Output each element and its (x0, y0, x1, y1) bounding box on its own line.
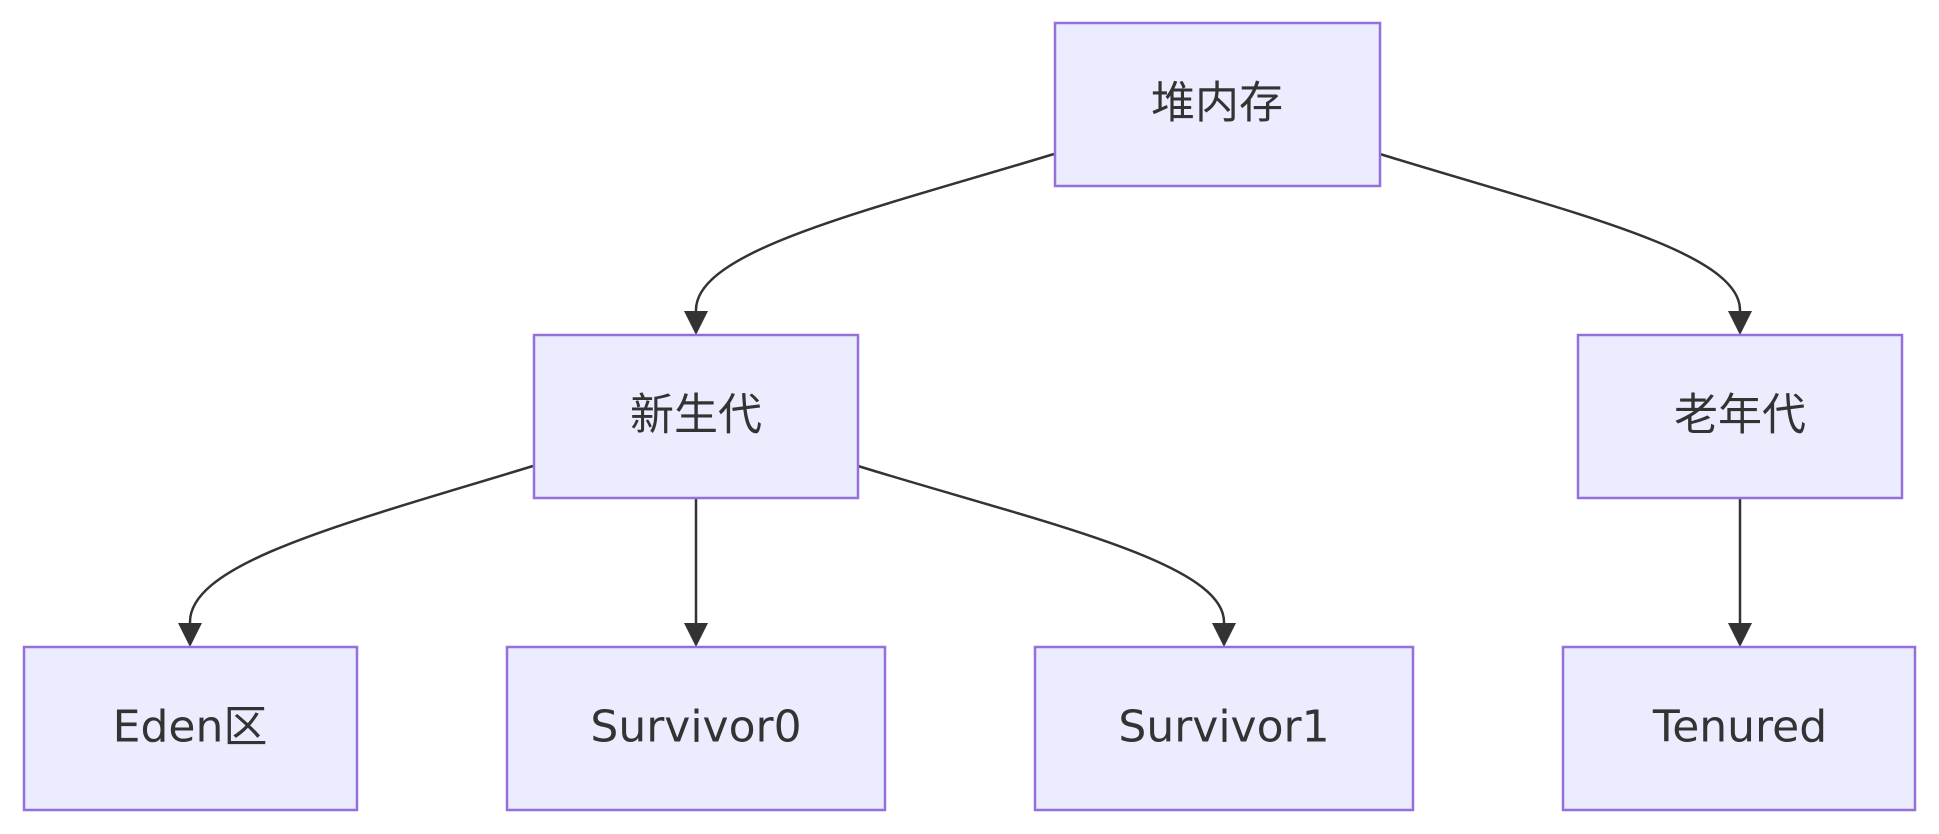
edge-young-to-eden-arrowhead (178, 623, 202, 647)
node-old-label: 老年代 (1674, 390, 1806, 441)
node-young-label: 新生代 (630, 390, 762, 441)
node-s1-label: Survivor1 (1118, 702, 1329, 753)
edge-heap-to-young (694, 152, 1055, 332)
node-eden: Eden区 (22, 645, 359, 812)
node-young: 新生代 (532, 333, 860, 500)
node-s0-label: Survivor0 (590, 702, 801, 753)
edge-young-to-s1-arrowhead (1212, 623, 1236, 647)
edge-heap-to-old (1379, 152, 1742, 332)
edge-young-to-s0-arrowhead (684, 623, 708, 647)
edge-young-to-s1 (857, 464, 1226, 644)
node-heap-label: 堆内存 (1151, 78, 1283, 129)
node-tenured-label: Tenured (1652, 702, 1827, 753)
node-eden-label: Eden区 (113, 702, 268, 753)
edge-young-to-eden (188, 464, 534, 644)
node-tenured: Tenured (1561, 645, 1917, 812)
node-heap: 堆内存 (1053, 21, 1382, 188)
node-s1: Survivor1 (1033, 645, 1415, 812)
edge-heap-to-young-arrowhead (684, 311, 708, 335)
edge-heap-to-old-arrowhead (1728, 311, 1752, 335)
node-old: 老年代 (1576, 333, 1904, 500)
node-s0: Survivor0 (505, 645, 887, 812)
edge-old-to-tenured-arrowhead (1728, 623, 1752, 647)
edges (178, 152, 1752, 647)
